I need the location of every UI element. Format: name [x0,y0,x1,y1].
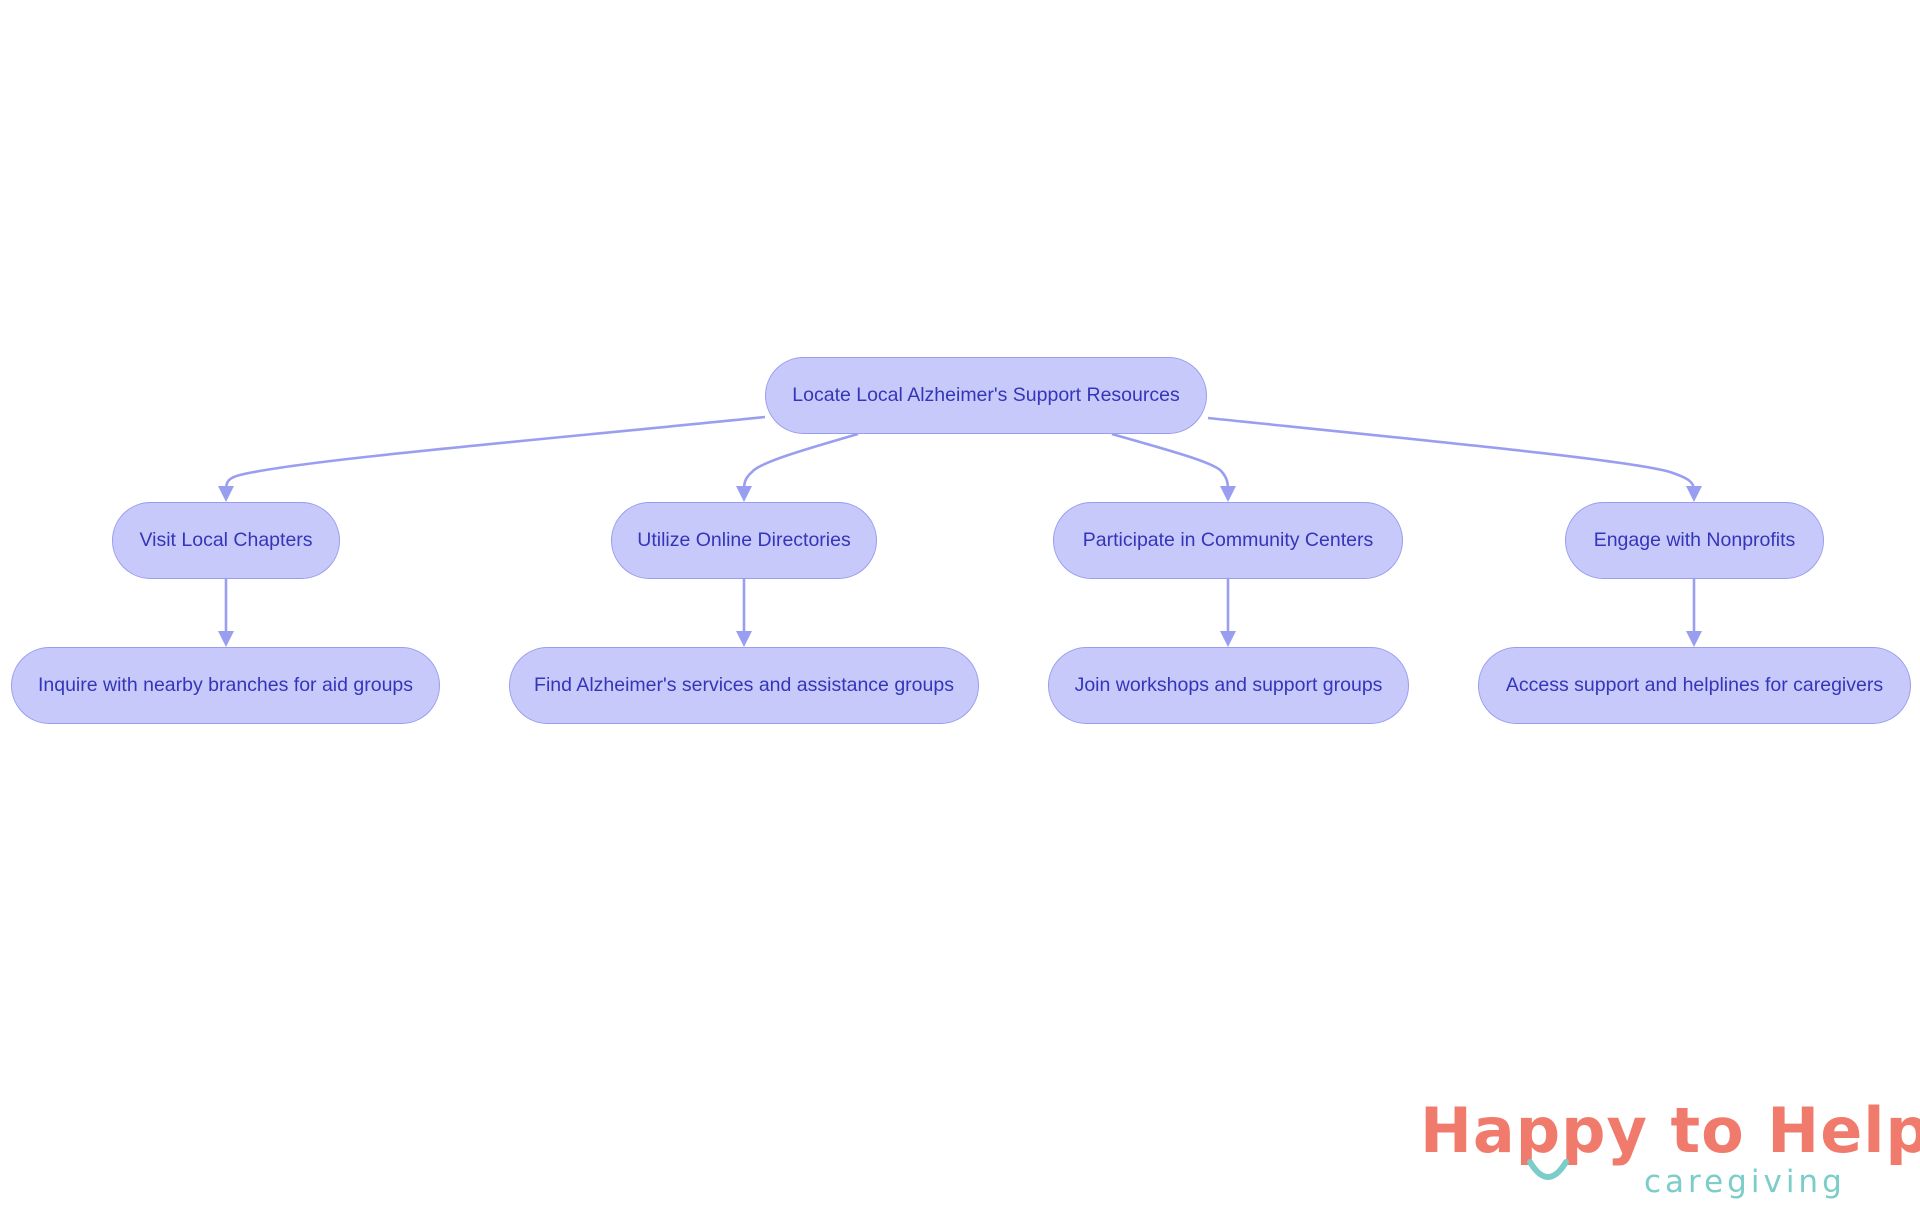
branch-node-label: Engage with Nonprofits [1593,529,1796,551]
logo-subtitle: caregiving [1644,1164,1846,1200]
arrow-head [218,631,234,647]
branch-node-label: Utilize Online Directories [637,529,851,551]
arrow-head [218,486,234,502]
edge-root-to-utilize-online-directories [742,432,859,491]
branch-node-utilize-online-directories: Utilize Online Directories [611,502,877,579]
leaf-node-label: Join workshops and support groups [1074,674,1383,696]
edge-root-to-participate-in-community-centers [1111,432,1230,491]
brand-logo: Happy to Help caregiving [1420,1100,1920,1210]
leaf-node-inquire-with-nearby-branches: Inquire with nearby branches for aid gro… [11,647,440,724]
arrow-head [1220,631,1236,647]
logo-title: Happy to Help [1420,1094,1920,1167]
leaf-node-label: Find Alzheimer's services and assistance… [534,674,954,696]
edge-root-to-visit-local-chapters [224,415,766,491]
smile-icon [1527,1159,1569,1180]
branch-node-label: Participate in Community Centers [1082,529,1374,551]
edge-root-to-engage-with-nonprofits [1207,416,1696,491]
arrow-head [736,486,752,502]
arrow-head [1220,486,1236,502]
arrow-head [1686,631,1702,647]
root-node: Locate Local Alzheimer's Support Resourc… [765,357,1207,434]
leaf-node-label: Inquire with nearby branches for aid gro… [37,674,414,696]
root-node-label: Locate Local Alzheimer's Support Resourc… [792,384,1180,406]
branch-node-label: Visit Local Chapters [139,529,313,551]
leaf-node-join-workshops: Join workshops and support groups [1048,647,1409,724]
leaf-node-label: Access support and helplines for caregiv… [1505,674,1884,696]
leaf-node-access-support-and-helplines: Access support and helplines for caregiv… [1478,647,1911,724]
arrow-head [736,631,752,647]
branch-node-engage-with-nonprofits: Engage with Nonprofits [1565,502,1824,579]
branch-node-visit-local-chapters: Visit Local Chapters [112,502,340,579]
branch-node-participate-in-community-centers: Participate in Community Centers [1053,502,1403,579]
arrow-head [1686,486,1702,502]
leaf-node-find-alzheimers-services: Find Alzheimer's services and assistance… [509,647,979,724]
